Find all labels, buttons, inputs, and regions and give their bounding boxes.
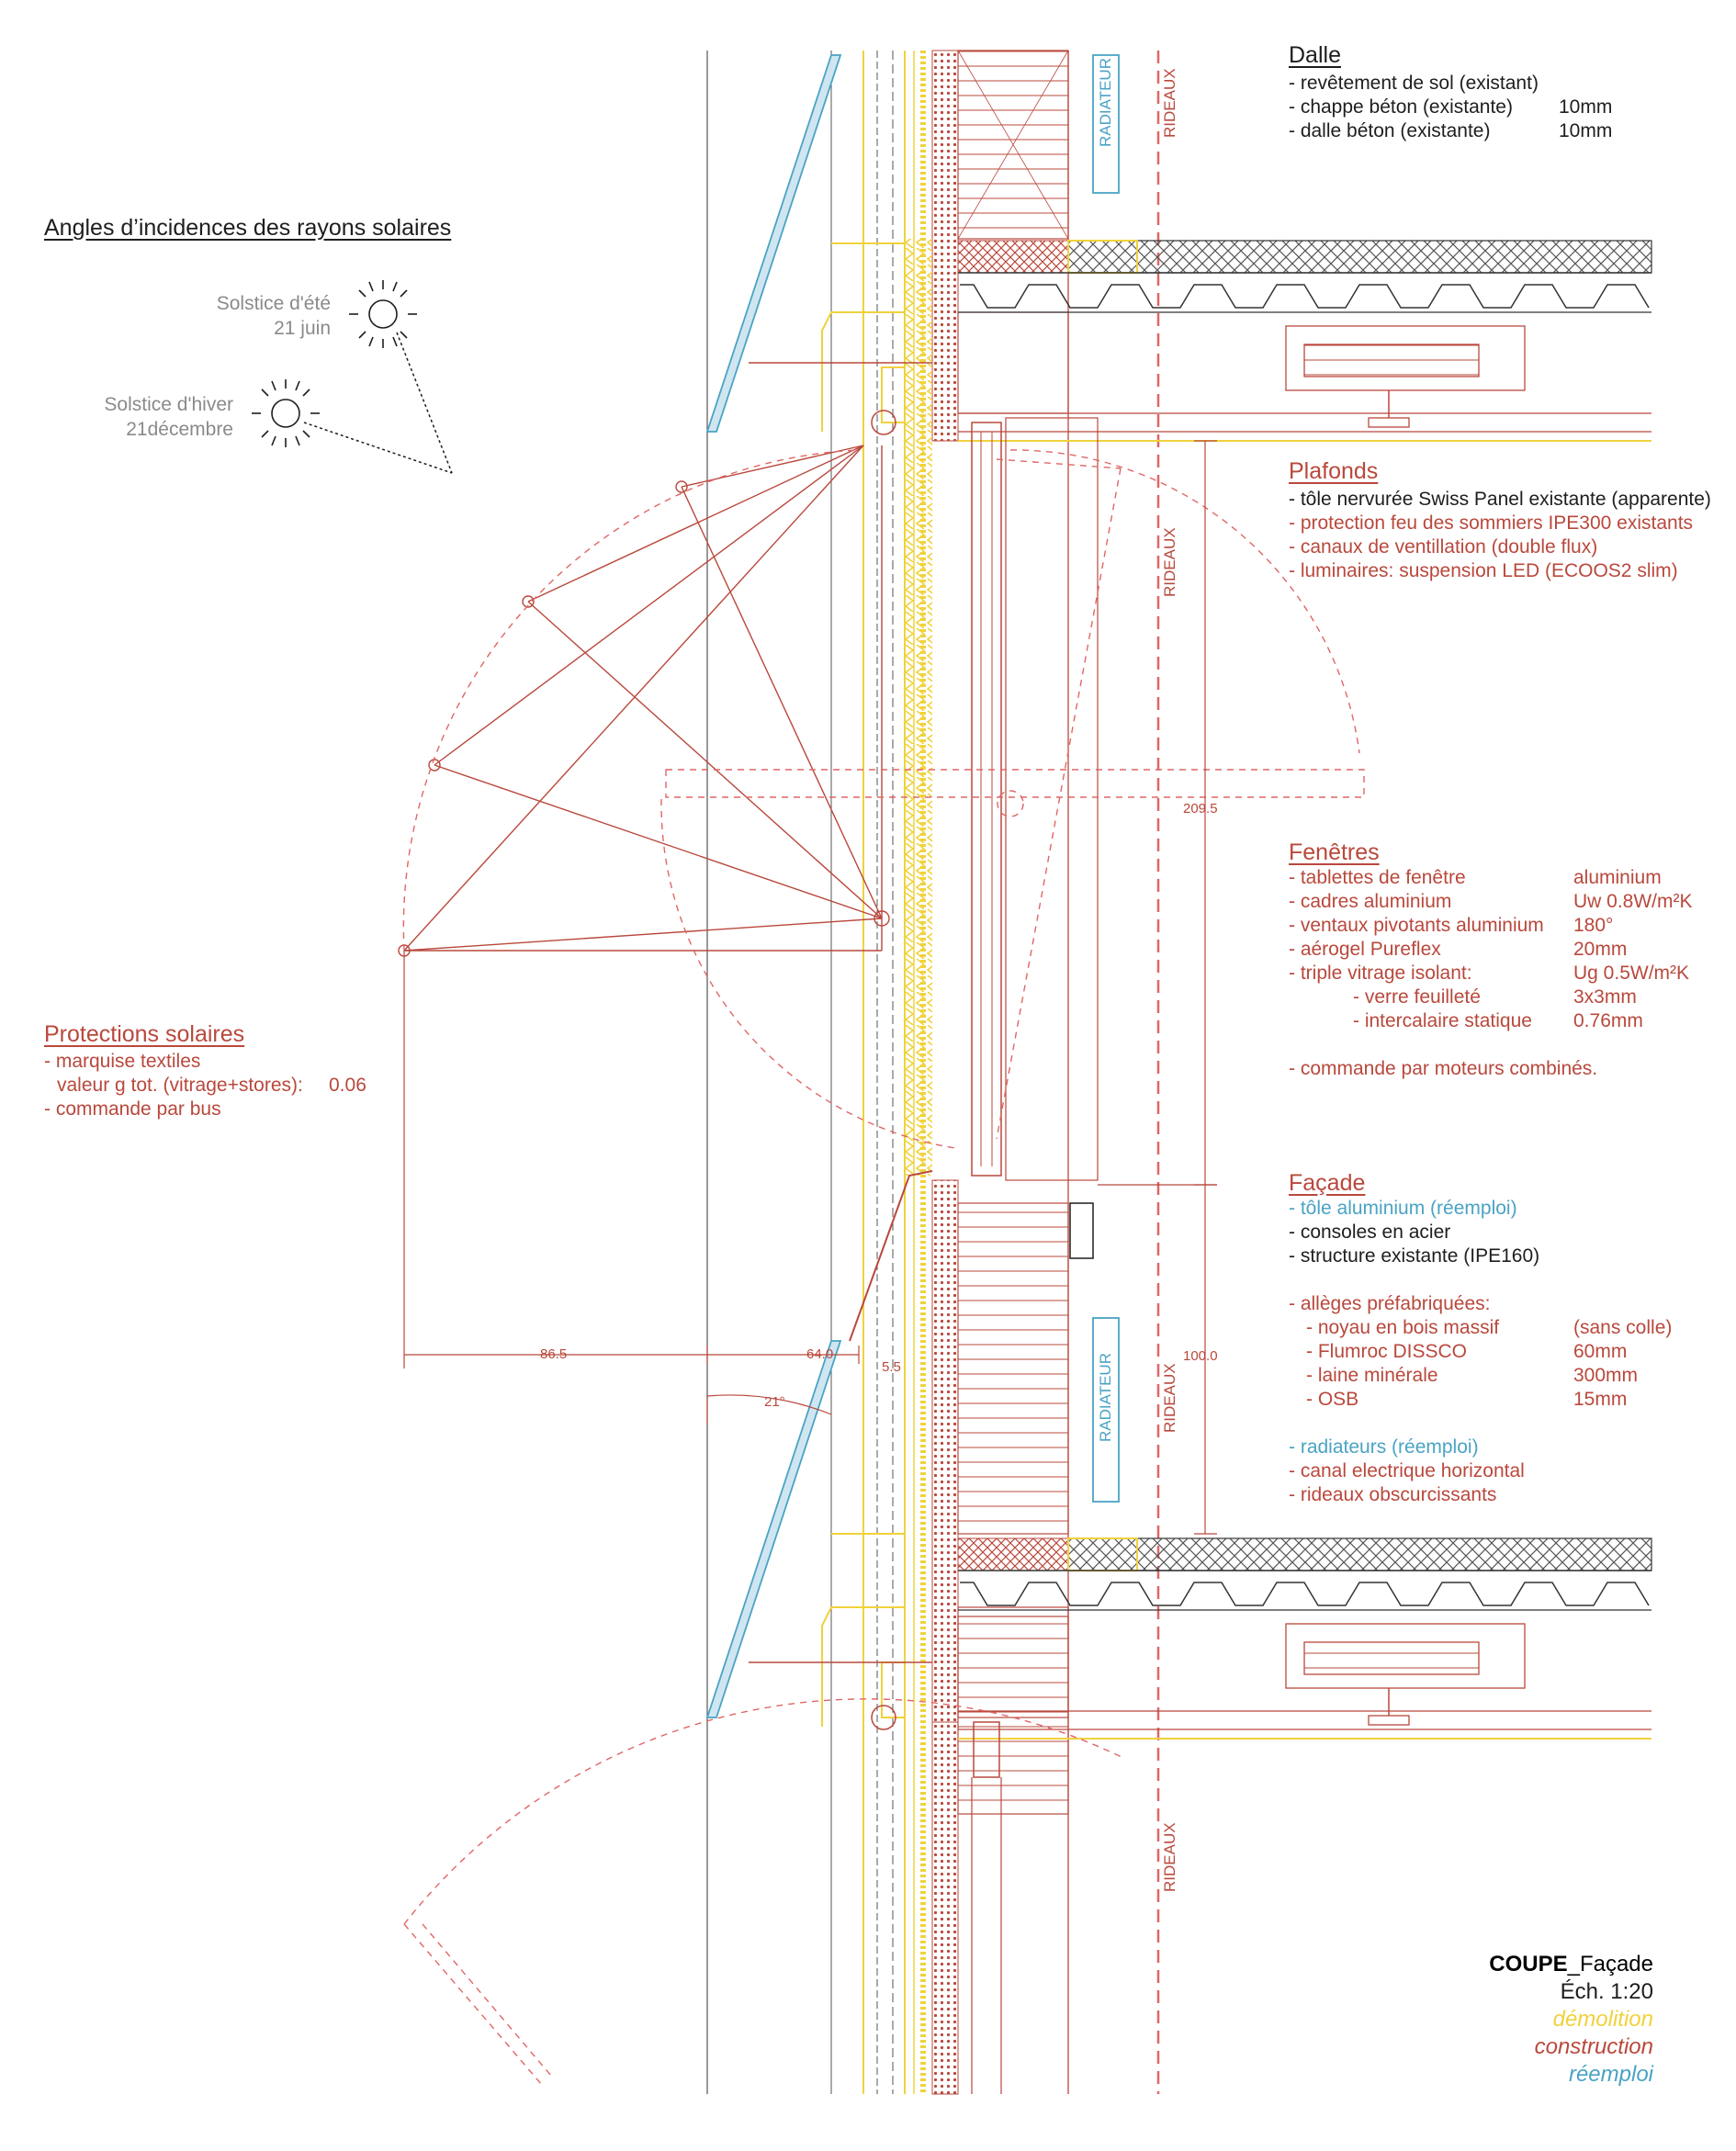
facade-sub-1: - noyau en bois massif [1306, 1317, 1500, 1338]
facade-title: Façade [1289, 1170, 1366, 1196]
swing-arcs [402, 449, 1365, 2086]
winter-sun-icon [252, 379, 320, 447]
plafonds-title: Plafonds [1289, 458, 1379, 484]
fenetres-item-2: - cadres aluminium [1289, 891, 1452, 912]
summer-sun-icon [349, 280, 417, 348]
slab-upper [957, 240, 1652, 442]
sunshade-lower [705, 1340, 842, 1718]
legend-scale: Éch. 1:20 [1560, 1979, 1653, 2004]
radiator-boxes [1092, 54, 1120, 1503]
brackets [749, 242, 1094, 1730]
fenetres-note: - commande par moteurs combinés. [1289, 1058, 1598, 1079]
facade-tole: - tôle aluminium (réemploi) [1289, 1198, 1517, 1219]
facade-sub-2-value: 60mm [1573, 1341, 1628, 1362]
facade-canal: - canal electrique horizontal [1289, 1460, 1525, 1481]
dalle-item-3-value: 10mm [1559, 120, 1613, 141]
fenetres-item-6-value: 3x3mm [1573, 986, 1637, 1008]
rideaux-label-1: RIDEAUX [1161, 68, 1178, 138]
facade-rideaux: - rideaux obscurcissants [1289, 1484, 1497, 1505]
legend: COUPE_Façade Éch. 1:20 démolition constr… [1489, 1951, 1653, 2089]
facade-sub-4-value: 15mm [1573, 1389, 1628, 1410]
sun-angles-title: Angles d’incidences des rayons solaires [44, 215, 452, 241]
legend-reemploi: réemploi [1568, 2062, 1653, 2087]
dalle-item-1: - revêtement de sol (existant) [1289, 73, 1539, 94]
fenetres-title: Fenêtres [1289, 839, 1380, 865]
fenetres-item-4: - aérogel Pureflex [1289, 939, 1441, 960]
facade-consoles: - consoles en acier [1289, 1222, 1451, 1243]
dim-86-5: 86.5 [540, 1346, 568, 1362]
facade-alleges: - allèges préfabriquées: [1289, 1293, 1491, 1314]
facade-sub-1-value: (sans colle) [1573, 1317, 1673, 1338]
wall-layers [905, 50, 1069, 2095]
fenetres-item-5: - triple vitrage isolant: [1289, 963, 1472, 984]
protections-value: 0.06 [329, 1075, 366, 1096]
dalle-item-3: - dalle béton (existante) [1289, 120, 1491, 141]
fenetres-item-6: - verre feuilleté [1353, 986, 1481, 1008]
dim-209-5: 209.5 [1183, 801, 1218, 816]
protections-line3: - commande par bus [44, 1098, 221, 1120]
slab-lower [957, 1537, 1652, 1740]
sun-diagram [252, 280, 453, 474]
protections-line2: valeur g tot. (vitrage+stores): [57, 1075, 303, 1096]
fenetres-item-3: - ventaux pivotants aluminium [1289, 915, 1544, 936]
fenetres-item-1-value: aluminium [1573, 867, 1662, 888]
summer-solstice-label: Solstice d'été [216, 293, 331, 314]
legend-title: COUPE_Façade [1489, 1951, 1653, 1978]
facade-structure: - structure existante (IPE160) [1289, 1245, 1540, 1267]
legend-construction: construction [1534, 2034, 1653, 2059]
rideaux-label-3: RIDEAUX [1161, 1363, 1178, 1433]
summer-solstice-date: 21 juin [274, 318, 331, 339]
rideaux-label-2: RIDEAUX [1161, 527, 1178, 597]
dimension-lines [403, 440, 1217, 1535]
protections-title: Protections solaires [44, 1021, 245, 1047]
protections-line1: - marquise textiles [44, 1051, 201, 1072]
fenetres-item-2-value: Uw 0.8W/m²K [1573, 891, 1693, 912]
dalle-item-2: - chappe béton (existante) [1289, 96, 1513, 118]
fenetres-item-7-value: 0.76mm [1573, 1010, 1643, 1031]
facade-sub-4: - OSB [1306, 1389, 1359, 1410]
facade-sub-3: - laine minérale [1306, 1365, 1438, 1386]
fenetres-item-4-value: 20mm [1573, 939, 1628, 960]
awning-arms [398, 445, 890, 957]
legend-title-rest: _Façade [1567, 1952, 1653, 1976]
winter-solstice-label: Solstice d'hiver [104, 394, 233, 415]
dalle-item-2-value: 10mm [1559, 96, 1613, 118]
fenetres-item-3-value: 180° [1573, 915, 1614, 936]
window-frame [971, 417, 1099, 2094]
radiateur-label-upper: RADIATEUR [1097, 58, 1114, 147]
dim-5-5: 5.5 [882, 1359, 901, 1375]
facade-radiateurs: - radiateurs (réemploi) [1289, 1436, 1479, 1458]
winter-solstice-date: 21décembre [126, 419, 233, 440]
dim-100-0: 100.0 [1183, 1348, 1218, 1364]
facade-sub-2: - Flumroc DISSCO [1306, 1341, 1468, 1362]
plafonds-item-1: - tôle nervurée Swiss Panel existante (a… [1289, 489, 1711, 510]
facade-sub-3-value: 300mm [1573, 1365, 1639, 1386]
plafonds-item-3: - canaux de ventillation (double flux) [1289, 536, 1598, 557]
dalle-title: Dalle [1289, 42, 1341, 68]
dim-21-deg: 21° [764, 1394, 785, 1410]
sunshade-upper [705, 54, 842, 433]
plafonds-item-2: - protection feu des sommiers IPE300 exi… [1289, 512, 1694, 534]
rideaux-label-4: RIDEAUX [1161, 1822, 1178, 1892]
plafonds-item-4: - luminaires: suspension LED (ECOOS2 sli… [1289, 560, 1678, 581]
legend-title-bold: COUPE [1489, 1952, 1568, 1976]
dim-64-0: 64.0 [806, 1346, 834, 1362]
fenetres-item-7: - intercalaire statique [1353, 1010, 1532, 1031]
fenetres-item-1: - tablettes de fenêtre [1289, 867, 1466, 888]
radiateur-label-lower: RADIATEUR [1097, 1353, 1114, 1442]
legend-demolition: démolition [1552, 2007, 1653, 2032]
fenetres-item-5-value: Ug 0.5W/m²K [1573, 963, 1690, 984]
